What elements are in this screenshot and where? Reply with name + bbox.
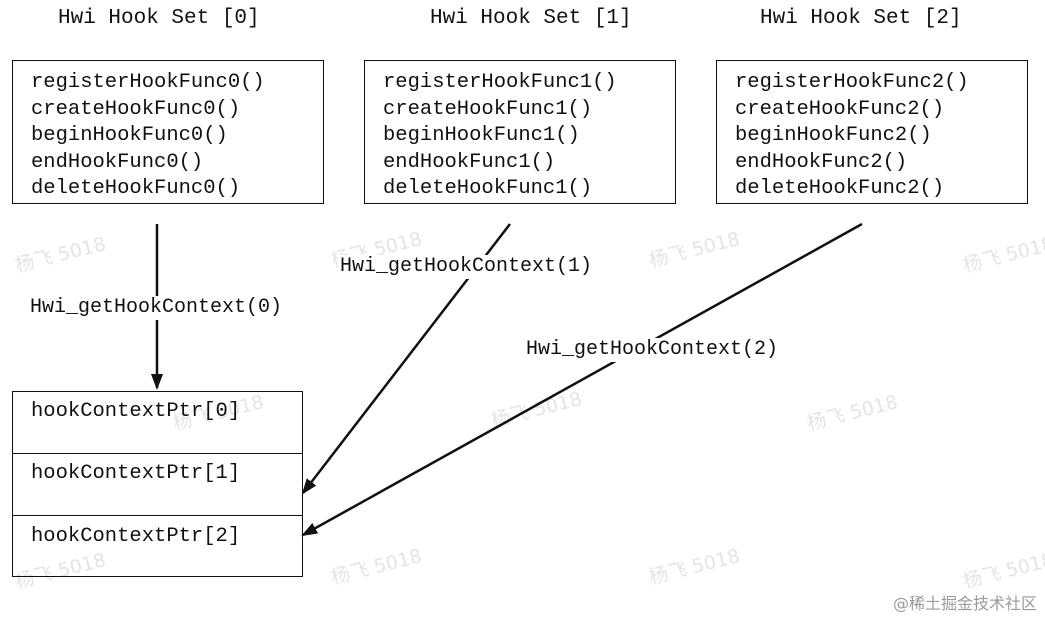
hook-function: beginHookFunc2() — [735, 124, 932, 147]
hook-set-2-title: Hwi Hook Set [2] — [760, 7, 962, 30]
arrow-set-2 — [301, 222, 863, 537]
source-credit: @稀土掘金技术社区 — [892, 594, 1037, 613]
context-pointer-2: hookContextPtr[2] — [31, 525, 241, 548]
context-pointer-0: hookContextPtr[0] — [31, 400, 241, 423]
hook-context-table: hookContextPtr[0] hookContextPtr[1] hook… — [12, 391, 303, 577]
call-label-0: Hwi_getHookContext(0) — [28, 296, 285, 320]
hook-set-0-title: Hwi Hook Set [0] — [58, 7, 260, 30]
hook-set-2-box: registerHookFunc2() createHookFunc2() be… — [716, 60, 1028, 204]
hook-function: registerHookFunc2() — [735, 71, 969, 94]
hook-function: beginHookFunc0() — [31, 124, 228, 147]
hook-function: deleteHookFunc0() — [31, 177, 241, 200]
hook-function: registerHookFunc0() — [31, 71, 265, 94]
hook-function: createHookFunc0() — [31, 97, 241, 121]
hook-function: endHookFunc1() — [383, 150, 556, 174]
hook-function: endHookFunc2() — [735, 150, 908, 174]
hook-function: beginHookFunc1() — [383, 124, 580, 147]
context-pointer-1: hookContextPtr[1] — [31, 462, 241, 485]
hook-function: deleteHookFunc2() — [735, 177, 945, 200]
hook-function: deleteHookFunc1() — [383, 177, 593, 200]
table-divider — [13, 515, 302, 516]
hook-function: endHookFunc0() — [31, 150, 204, 174]
hook-function: createHookFunc1() — [383, 97, 593, 121]
hook-set-0-box: registerHookFunc0() createHookFunc0() be… — [12, 60, 324, 204]
hook-function: registerHookFunc1() — [383, 71, 617, 94]
table-divider — [13, 453, 302, 454]
hook-function: createHookFunc2() — [735, 97, 945, 121]
call-label-2: Hwi_getHookContext(2) — [524, 338, 781, 362]
hook-set-1-title: Hwi Hook Set [1] — [430, 7, 632, 30]
hook-set-1-box: registerHookFunc1() createHookFunc1() be… — [364, 60, 676, 204]
call-label-1: Hwi_getHookContext(1) — [338, 255, 595, 279]
